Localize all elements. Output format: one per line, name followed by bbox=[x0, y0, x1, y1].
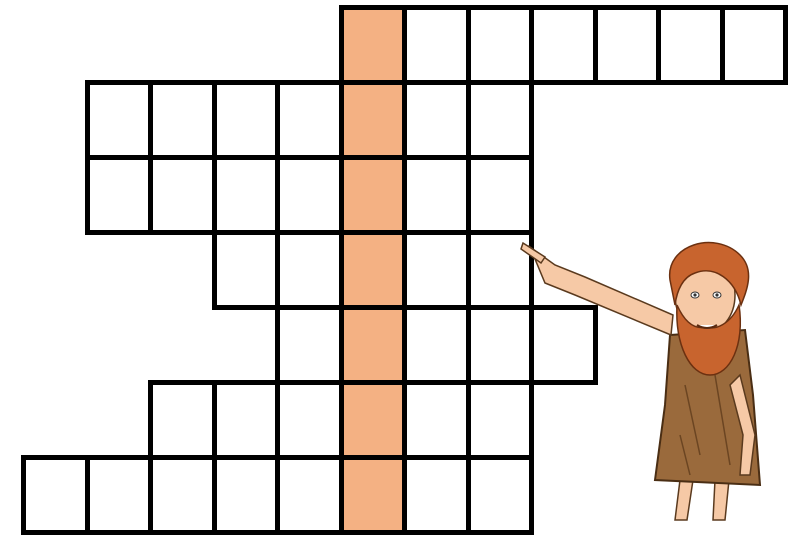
grid-cell-r3-c2[interactable] bbox=[85, 155, 154, 235]
grid-cell-r5-c5[interactable] bbox=[275, 305, 344, 385]
grid-cell-r4-c7[interactable] bbox=[402, 230, 471, 310]
grid-cell-r3-c3[interactable] bbox=[148, 155, 217, 235]
grid-cell-r7-c2[interactable] bbox=[85, 455, 154, 535]
grid-cell-r2-c3[interactable] bbox=[148, 80, 217, 160]
grid-cell-r3-c4[interactable] bbox=[212, 155, 281, 235]
grid-cell-r6-c5[interactable] bbox=[275, 380, 344, 460]
grid-cell-r7-c4[interactable] bbox=[212, 455, 281, 535]
grid-cell-r5-c7[interactable] bbox=[402, 305, 471, 385]
grid-cell-r2-c8[interactable] bbox=[466, 80, 535, 160]
grid-cell-r2-c5[interactable] bbox=[275, 80, 344, 160]
highlighted-cell-r1-c6[interactable] bbox=[339, 5, 408, 85]
highlighted-cell-r2-c6[interactable] bbox=[339, 80, 408, 160]
grid-cell-r1-c11[interactable] bbox=[656, 5, 725, 85]
highlighted-cell-r6-c6[interactable] bbox=[339, 380, 408, 460]
grid-cell-r1-c9[interactable] bbox=[529, 5, 598, 85]
grid-cell-r3-c8[interactable] bbox=[466, 155, 535, 235]
highlighted-cell-r3-c6[interactable] bbox=[339, 155, 408, 235]
grid-cell-r6-c7[interactable] bbox=[402, 380, 471, 460]
highlighted-cell-r4-c6[interactable] bbox=[339, 230, 408, 310]
grid-cell-r2-c2[interactable] bbox=[85, 80, 154, 160]
grid-cell-r1-c7[interactable] bbox=[402, 5, 471, 85]
grid-cell-r2-c4[interactable] bbox=[212, 80, 281, 160]
highlighted-cell-r7-c6[interactable] bbox=[339, 455, 408, 535]
grid-cell-r7-c7[interactable] bbox=[402, 455, 471, 535]
bearded-man-pointing-icon bbox=[515, 235, 785, 525]
grid-cell-r4-c4[interactable] bbox=[212, 230, 281, 310]
highlighted-cell-r5-c6[interactable] bbox=[339, 305, 408, 385]
grid-cell-r7-c5[interactable] bbox=[275, 455, 344, 535]
grid-cell-r6-c4[interactable] bbox=[212, 380, 281, 460]
grid-cell-r4-c5[interactable] bbox=[275, 230, 344, 310]
grid-cell-r3-c7[interactable] bbox=[402, 155, 471, 235]
grid-cell-r7-c3[interactable] bbox=[148, 455, 217, 535]
grid-cell-r2-c7[interactable] bbox=[402, 80, 471, 160]
grid-cell-r3-c5[interactable] bbox=[275, 155, 344, 235]
grid-cell-r1-c10[interactable] bbox=[593, 5, 662, 85]
grid-cell-r1-c8[interactable] bbox=[466, 5, 535, 85]
grid-cell-r7-c1[interactable] bbox=[21, 455, 90, 535]
grid-cell-r6-c3[interactable] bbox=[148, 380, 217, 460]
grid-cell-r1-c12[interactable] bbox=[720, 5, 789, 85]
